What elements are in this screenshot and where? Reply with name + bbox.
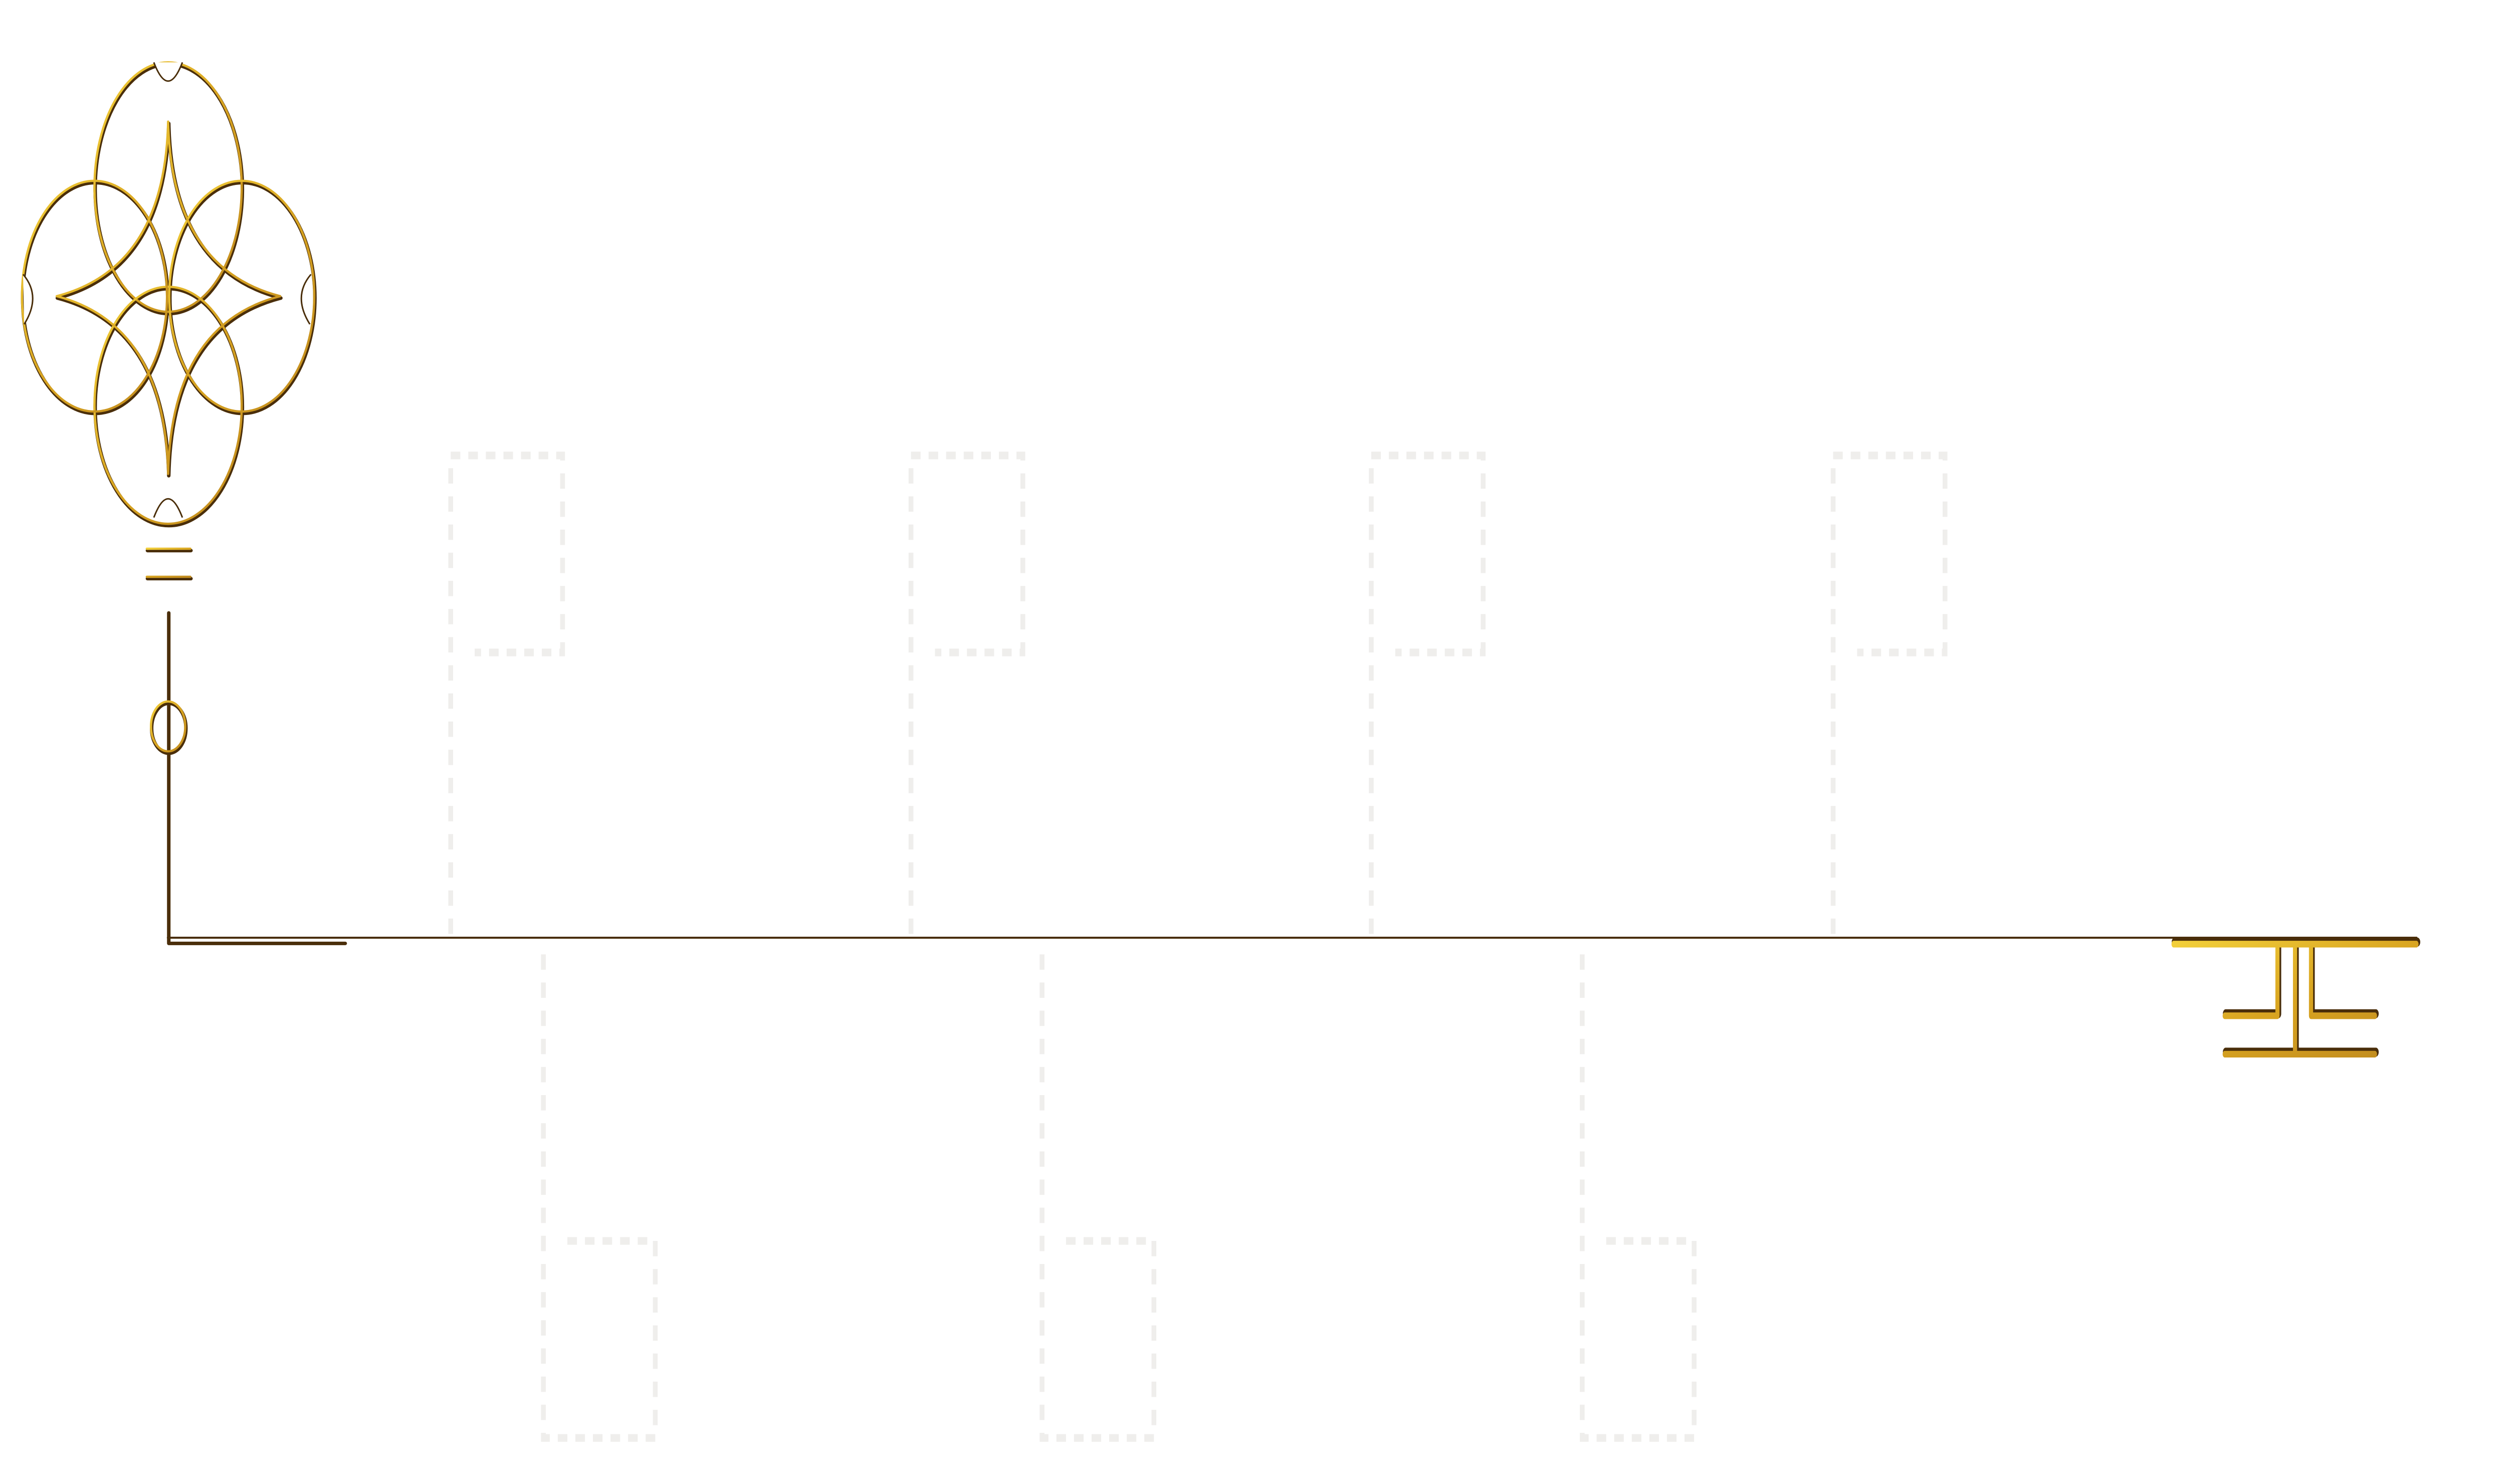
key-bars-icon [147, 549, 190, 577]
placeholder-slot-above-1 [448, 452, 565, 934]
placeholder-slot-below-2 [1039, 954, 1157, 1442]
placeholder-slot-below-1 [541, 954, 658, 1442]
placeholder-slot-above-3 [1369, 452, 1486, 934]
timeline-slots-above [448, 452, 1948, 934]
rosette-ornament-icon [22, 62, 345, 943]
fret-end-ornament-icon [2171, 937, 2420, 1057]
placeholder-slot-below-3 [1580, 954, 1697, 1442]
timeline-main-line [168, 938, 2417, 944]
timeline-slots-below [541, 954, 1697, 1442]
key-ring-icon [151, 702, 185, 752]
placeholder-slot-above-4 [1830, 452, 1948, 934]
placeholder-slot-above-2 [908, 452, 1025, 934]
